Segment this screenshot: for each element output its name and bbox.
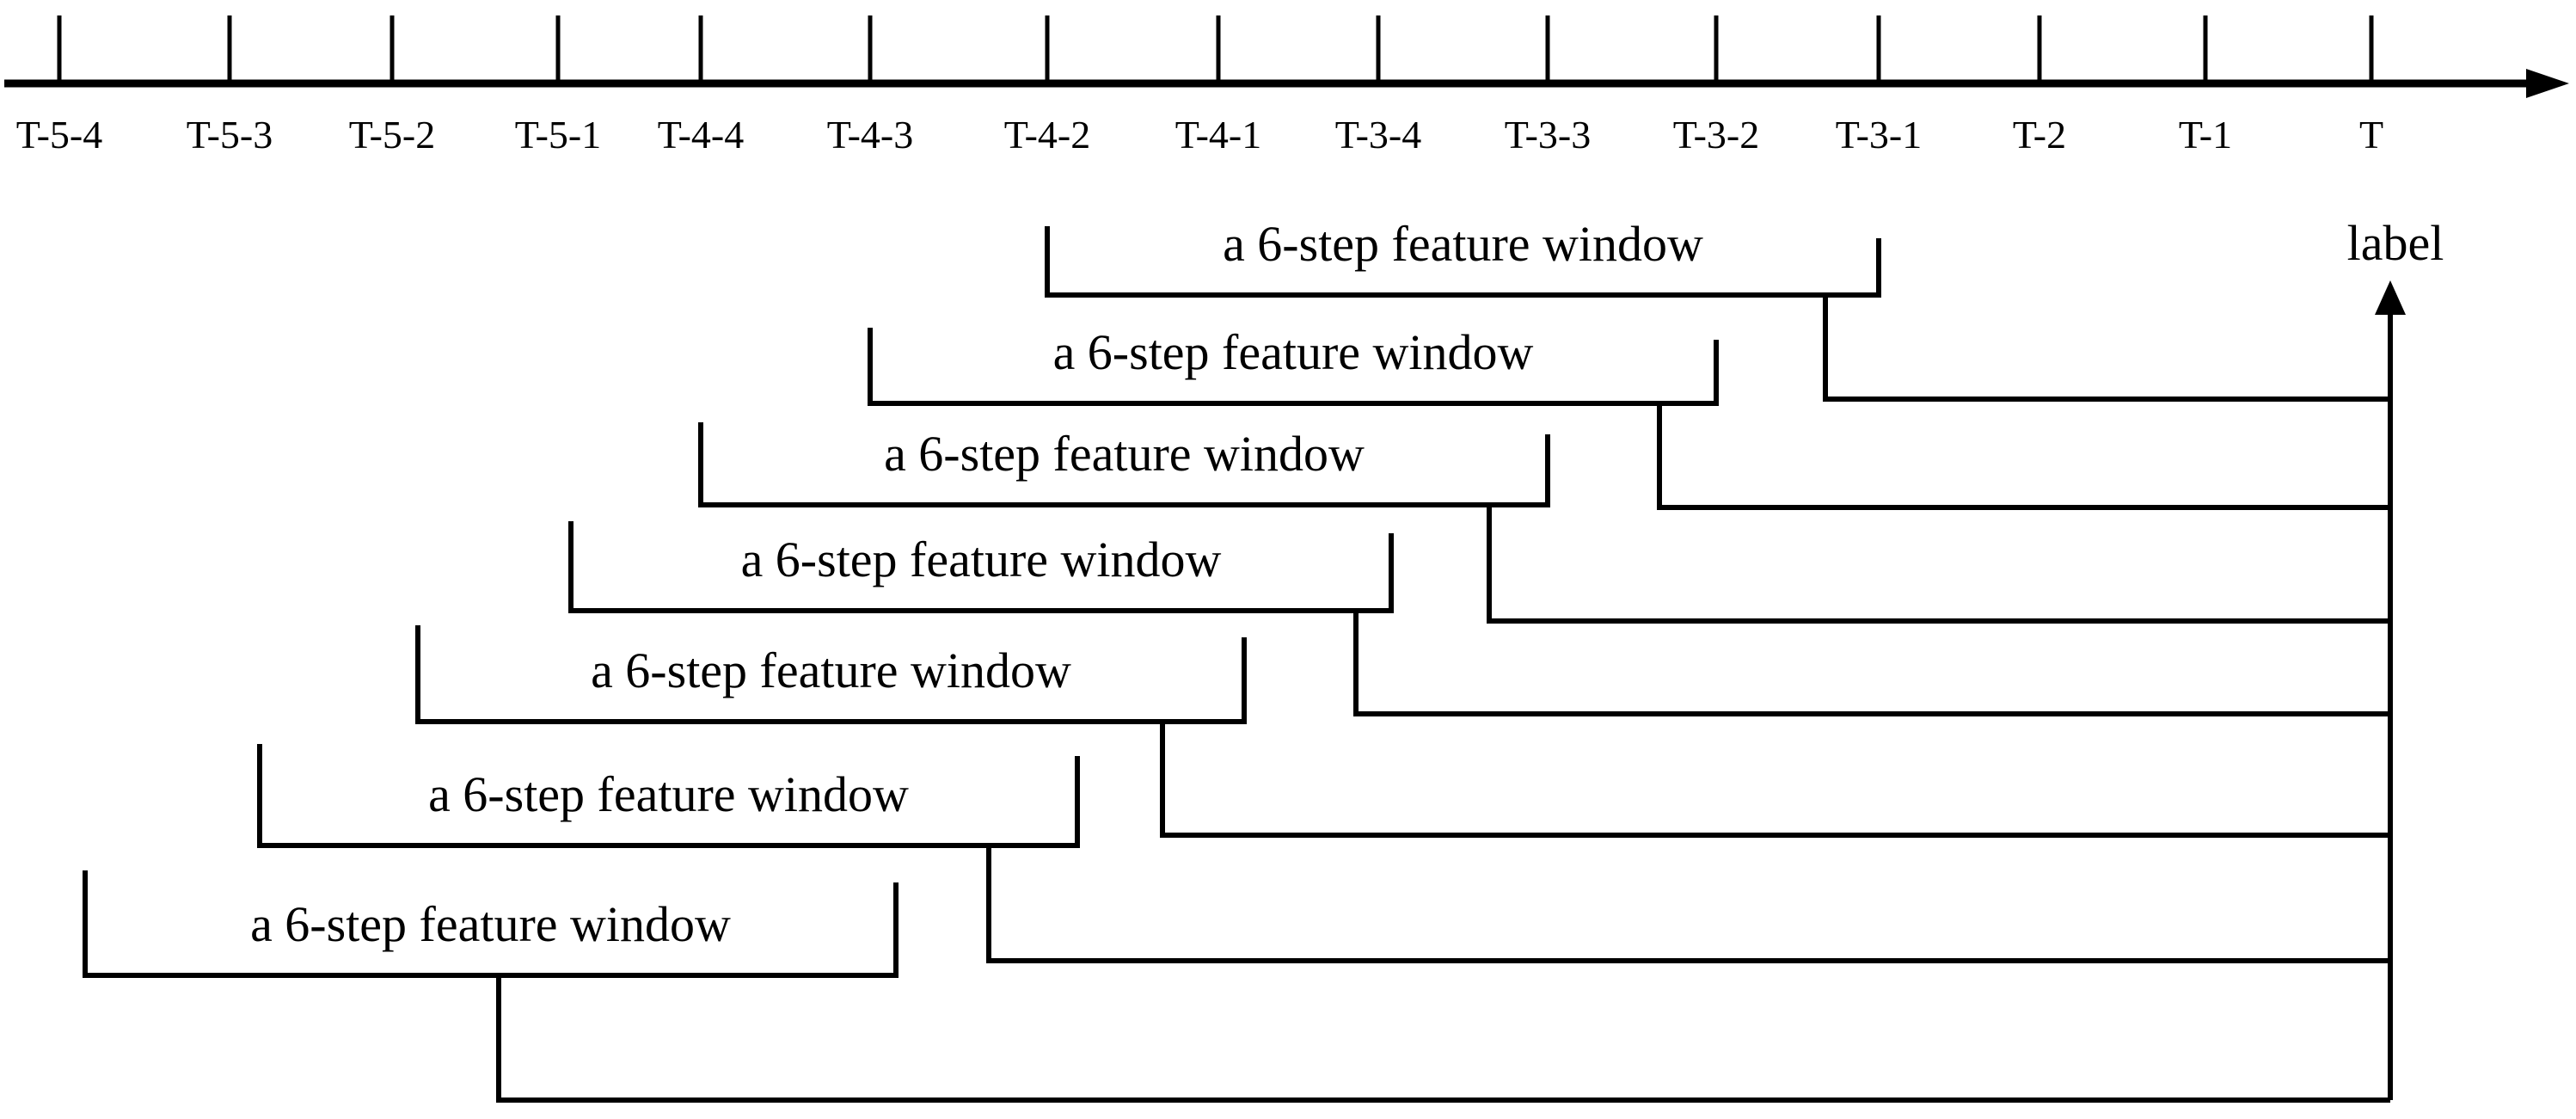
label-arrow-group: label [2347, 215, 2444, 1100]
feature-window-bracket [568, 521, 1394, 613]
feature-window-group: a 6-step feature window a 6-step feature … [83, 216, 2390, 1103]
feature-window-bracket [83, 870, 899, 978]
window-to-label-connector [986, 845, 2390, 963]
feature-window-bracket [257, 744, 1080, 848]
feature-window-label: a 6-step feature window [428, 766, 909, 822]
feature-window-bracket [698, 422, 1550, 507]
timeline-axis-group [4, 69, 2569, 98]
tick-label: T-3-1 [1836, 113, 1923, 157]
tick-label: T-4-1 [1175, 113, 1262, 157]
feature-window-bracket [415, 625, 1247, 724]
feature-window-label: a 6-step feature window [591, 643, 1071, 698]
tick-label: T-3-2 [1673, 113, 1760, 157]
tick-label: T-4-3 [827, 113, 914, 157]
tick-label: T-4-2 [1004, 113, 1091, 157]
tick-label: T-5-2 [349, 113, 436, 157]
feature-window-label: a 6-step feature window [884, 426, 1365, 482]
feature-window-bracket [868, 328, 1719, 406]
tick-label: T [2359, 113, 2383, 157]
feature-window-bracket [1045, 226, 1881, 298]
tick-label: T-3-3 [1505, 113, 1592, 157]
window-to-label-connector [1160, 722, 2390, 838]
window-to-label-connector [1353, 611, 2390, 716]
window-to-label-connector [1823, 295, 2390, 402]
feature-window-label: a 6-step feature window [1223, 216, 1703, 272]
window-to-label-connector [1657, 403, 2390, 510]
window-to-label-connector [496, 975, 2390, 1103]
tick-label: T-5-4 [16, 113, 103, 157]
tick-label: T-3-4 [1335, 113, 1422, 157]
tick-label: T-4-4 [658, 113, 745, 157]
label-arrowhead-icon [2375, 280, 2406, 315]
feature-window-label: a 6-step feature window [1053, 324, 1534, 380]
label-text: label [2347, 215, 2444, 271]
window-to-label-connector [1487, 505, 2390, 624]
tick-label: T-5-3 [187, 113, 273, 157]
tick-label: T-1 [2179, 113, 2232, 157]
tick-label: T-2 [2013, 113, 2066, 157]
tick-label: T-5-1 [515, 113, 602, 157]
tick-group: T-5-4 T-5-3 T-5-2 T-5-1 T-4-4 T-4-3 T-4-2 T-4-1… [16, 15, 2383, 157]
feature-window-label: a 6-step feature window [250, 896, 731, 952]
feature-window-label: a 6-step feature window [741, 532, 1222, 587]
axis-arrowhead-icon [2526, 69, 2569, 98]
